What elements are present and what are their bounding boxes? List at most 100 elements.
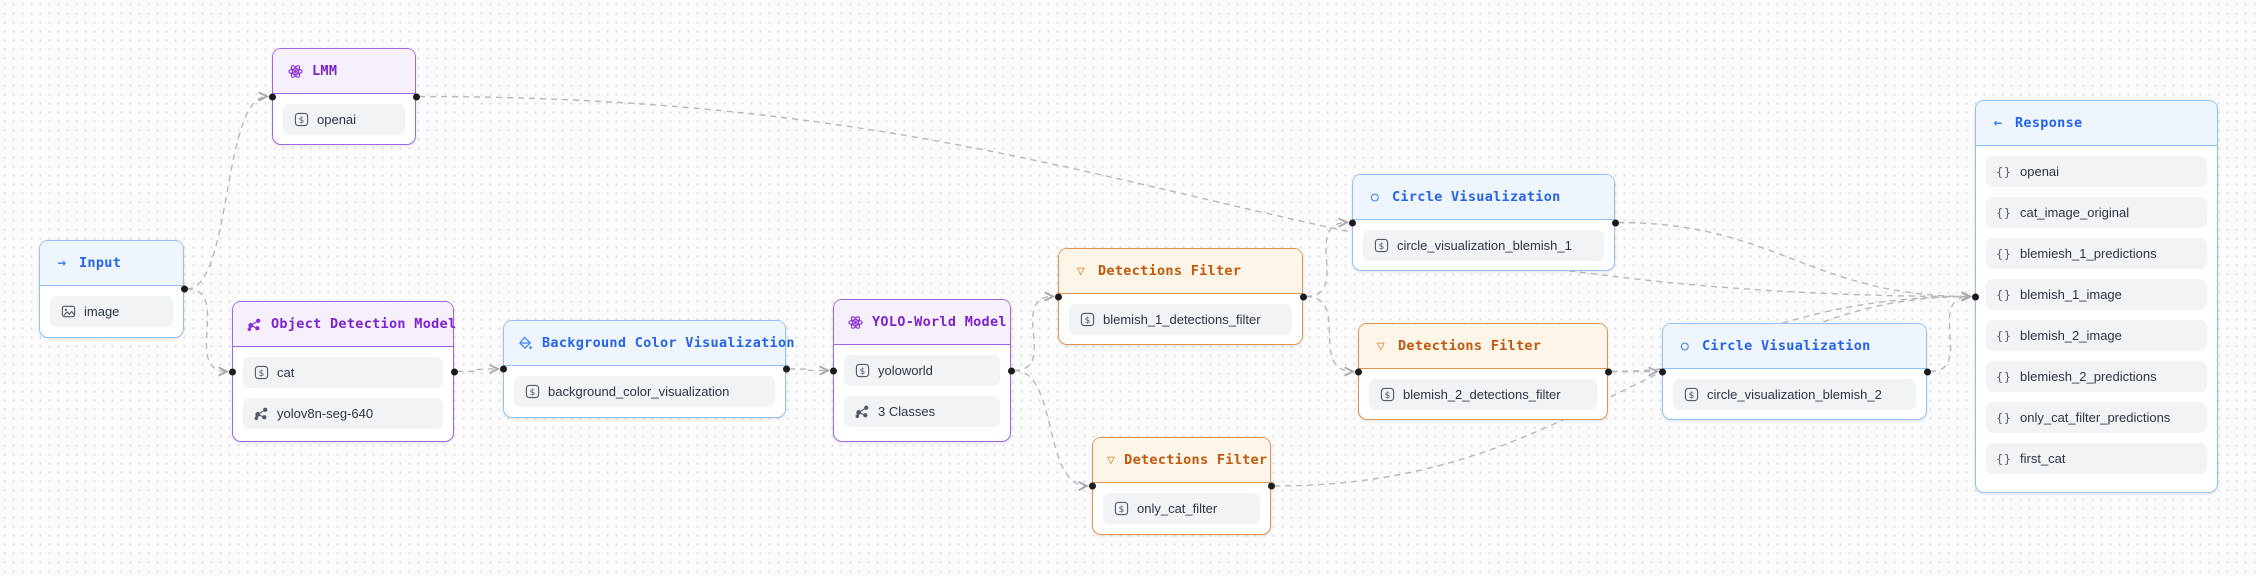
output-handle[interactable] — [782, 365, 790, 373]
node-input[interactable]: → Input image — [39, 240, 188, 338]
string-icon: $ — [1683, 387, 1699, 403]
node-title: Circle Visualization — [1702, 338, 1871, 354]
node-detections-filter-only-cat[interactable]: ▽Detections Filter $only_cat_filter — [1088, 437, 1275, 535]
node-detections-filter-blemish-1[interactable]: ▽Detections Filter $blemish_1_detections_… — [1054, 248, 1307, 345]
node-object-detection-model[interactable]: Object Detection Model $cat yolov8n-seg-64… — [228, 301, 458, 442]
node-header[interactable]: YOLO-World Model — [834, 300, 1010, 345]
input-handle[interactable] — [1088, 482, 1096, 490]
node-header[interactable]: ▽Detections Filter — [1359, 324, 1607, 369]
model-icon — [854, 404, 870, 420]
node-circle-visualization-blemish-2[interactable]: ○ Circle Visualization $circle_visualizati… — [1658, 323, 1931, 420]
edge-cviz2-to-response — [1929, 297, 1970, 373]
input-handle[interactable] — [228, 368, 236, 375]
string-icon: $ — [1379, 387, 1395, 403]
node-header[interactable]: ←Response — [1976, 101, 2217, 146]
node-title: YOLO-World Model — [872, 314, 1007, 330]
node-body: $only_cat_filter — [1093, 483, 1270, 534]
svg-text:$: $ — [298, 116, 304, 126]
node-background-color-visualization[interactable]: Background Color Visualization $backgroun… — [499, 320, 795, 418]
string-icon: $ — [1373, 238, 1389, 254]
node-header[interactable]: Object Detection Model — [233, 302, 456, 347]
item-cat_image_original[interactable]: {}cat_image_original — [1986, 197, 2207, 228]
input-handle[interactable] — [1658, 368, 1666, 375]
item-image[interactable]: image — [50, 296, 173, 327]
edge-objdet-to-bgviz — [456, 369, 498, 372]
input-handle[interactable] — [829, 367, 837, 374]
item-blemish_1_detections_filter[interactable]: $blemish_1_detections_filter — [1069, 304, 1292, 335]
node-response[interactable]: ←Response{}openai{}cat_image_original{}b… — [1971, 100, 2218, 493]
item-blemiesh_1_predictions[interactable]: {}blemiesh_1_predictions — [1986, 238, 2207, 269]
output-handle[interactable] — [412, 93, 420, 100]
node-header[interactable]: LMM — [273, 49, 415, 94]
image-icon — [60, 304, 76, 320]
atom-icon — [287, 63, 303, 79]
edge-yolo-to-filter1 — [1013, 297, 1053, 372]
input-handle[interactable] — [499, 365, 507, 373]
item-openai[interactable]: {}openai — [1986, 156, 2207, 187]
node-title: Background Color Visualization — [542, 335, 795, 351]
item-circle_visualization_blemish_1[interactable]: $circle_visualization_blemish_1 — [1363, 230, 1604, 261]
item-cat[interactable]: $cat — [243, 357, 443, 388]
output-handle[interactable] — [1267, 482, 1275, 490]
item-yolov8n-seg-640[interactable]: yolov8n-seg-640 — [243, 398, 443, 429]
node-body: image — [40, 286, 183, 337]
item-blemish_2_detections_filter[interactable]: $blemish_2_detections_filter — [1369, 379, 1597, 410]
output-handle[interactable] — [1604, 368, 1612, 375]
item-blemish_1_image[interactable]: {}blemish_1_image — [1986, 279, 2207, 310]
braces-icon: {} — [1996, 328, 2012, 343]
item-only_cat_filter_predictions[interactable]: {}only_cat_filter_predictions — [1986, 402, 2207, 433]
output-handle[interactable] — [450, 368, 458, 375]
node-body: $ openai — [273, 94, 415, 145]
item-openai[interactable]: $ openai — [283, 104, 405, 135]
svg-text:$: $ — [1688, 391, 1694, 401]
node-detections-filter-blemish-2[interactable]: ▽Detections Filter $blemish_2_detections_… — [1354, 323, 1612, 420]
input-handle[interactable] — [1354, 368, 1362, 375]
node-header[interactable]: ○Circle Visualization — [1353, 175, 1614, 220]
item-label: openai — [317, 112, 357, 127]
node-header[interactable]: ○ Circle Visualization — [1663, 324, 1926, 369]
item-circle_visualization_blemish_2[interactable]: $circle_visualization_blemish_2 — [1673, 379, 1916, 410]
string-icon: $ — [1079, 312, 1095, 328]
item-background_color_visualization[interactable]: $background_color_visualization — [514, 376, 775, 407]
node-body: $blemish_2_detections_filter — [1359, 369, 1607, 420]
item-3 Classes[interactable]: 3 Classes — [844, 396, 1000, 427]
item-label: yolov8n-seg-640 — [277, 406, 374, 421]
item-yoloworld[interactable]: $yoloworld — [844, 355, 1000, 386]
funnel-icon: ▽ — [1376, 338, 1386, 354]
input-handle[interactable] — [268, 93, 276, 100]
circle-icon: ○ — [1680, 338, 1690, 354]
node-body: $circle_visualization_blemish_2 — [1663, 369, 1926, 420]
node-header[interactable]: ▽Detections Filter — [1059, 249, 1302, 294]
input-handle[interactable] — [1971, 293, 1979, 300]
node-circle-visualization-blemish-1[interactable]: ○Circle Visualization $circle_visualizati… — [1348, 174, 1619, 271]
circle-icon: ○ — [1370, 189, 1380, 205]
input-handle[interactable] — [1348, 219, 1356, 226]
input-handle[interactable] — [1054, 293, 1062, 300]
node-title: Detections Filter — [1098, 263, 1242, 279]
node-title: Input — [79, 255, 122, 271]
node-header[interactable]: → Input — [40, 241, 183, 286]
braces-icon: {} — [1996, 369, 2012, 384]
output-handle[interactable] — [1007, 367, 1015, 374]
item-first_cat[interactable]: {}first_cat — [1986, 443, 2207, 474]
output-handle[interactable] — [1299, 293, 1307, 300]
node-header[interactable]: ▽Detections Filter — [1093, 438, 1270, 483]
item-blemiesh_2_predictions[interactable]: {}blemiesh_2_predictions — [1986, 361, 2207, 392]
output-handle[interactable] — [180, 285, 188, 293]
arrow-left-icon: ← — [1993, 115, 2003, 131]
item-blemish_2_image[interactable]: {}blemish_2_image — [1986, 320, 2207, 351]
item-label: only_cat_filter_predictions — [2020, 410, 2171, 425]
output-handle[interactable] — [1923, 368, 1931, 375]
braces-icon: {} — [1996, 164, 2012, 179]
arrow-right-icon: → — [57, 255, 67, 271]
string-icon: $ — [293, 112, 309, 128]
node-yolo-world-model[interactable]: YOLO-World Model $yoloworld 3 Classes — [829, 299, 1015, 442]
node-title: Detections Filter — [1124, 452, 1268, 468]
node-lmm[interactable]: LMM $ openai — [268, 48, 420, 145]
item-label: blemish_1_image — [2020, 287, 2122, 302]
node-header[interactable]: Background Color Visualization — [504, 321, 795, 366]
edge-input-to-objdet — [186, 288, 227, 372]
item-only_cat_filter[interactable]: $only_cat_filter — [1103, 493, 1260, 524]
output-handle[interactable] — [1611, 219, 1619, 226]
